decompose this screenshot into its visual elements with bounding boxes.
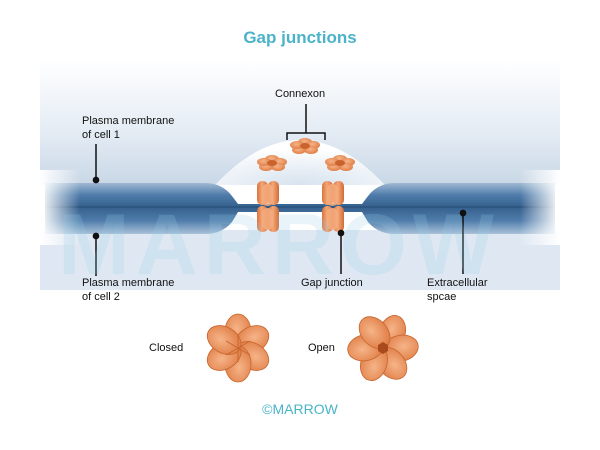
plasma-membrane-cell1	[45, 183, 555, 207]
label-open: Open	[308, 342, 335, 354]
label-extracellular-space: Extracellular spcae	[427, 276, 488, 304]
cell2-cytoplasm-region	[40, 230, 560, 290]
label-extracellular-line1: Extracellular	[427, 277, 488, 289]
connexon-rosette-right	[325, 155, 355, 171]
label-membrane1-line1: Plasma membrane	[82, 115, 175, 127]
connexon-bracket	[286, 104, 326, 140]
connexon-dome	[215, 140, 385, 185]
label-plasma-membrane-cell2: Plasma membrane of cell 2	[82, 276, 174, 304]
label-membrane2-line1: Plasma membrane	[82, 277, 175, 289]
diagram-title: Gap junctions	[243, 28, 357, 47]
watermark-text: MARROW	[58, 197, 501, 293]
right-fade	[520, 170, 560, 245]
channel-right	[322, 181, 344, 232]
open-connexon-rosette	[347, 315, 419, 381]
channel-left	[257, 181, 279, 232]
closed-connexon-rosette	[206, 313, 270, 383]
connexon-rosette-left	[257, 155, 287, 171]
left-fade	[40, 170, 80, 245]
plasma-membrane-cell2	[45, 207, 555, 234]
label-plasma-membrane-cell1: Plasma membrane of cell 1	[82, 114, 174, 142]
label-gap-junction: Gap junction	[301, 277, 363, 289]
leader-lines	[92, 144, 467, 276]
label-membrane1-line2: of cell 1	[82, 129, 120, 141]
copyright-text: ©MARROW	[262, 401, 338, 417]
connexon-rosette-top	[290, 138, 320, 154]
label-closed: Closed	[149, 342, 184, 354]
open-pore	[378, 342, 388, 354]
label-membrane2-line2: of cell 2	[82, 291, 120, 303]
label-extracellular-line2: spcae	[427, 291, 457, 303]
label-connexon: Connexon	[275, 88, 326, 100]
